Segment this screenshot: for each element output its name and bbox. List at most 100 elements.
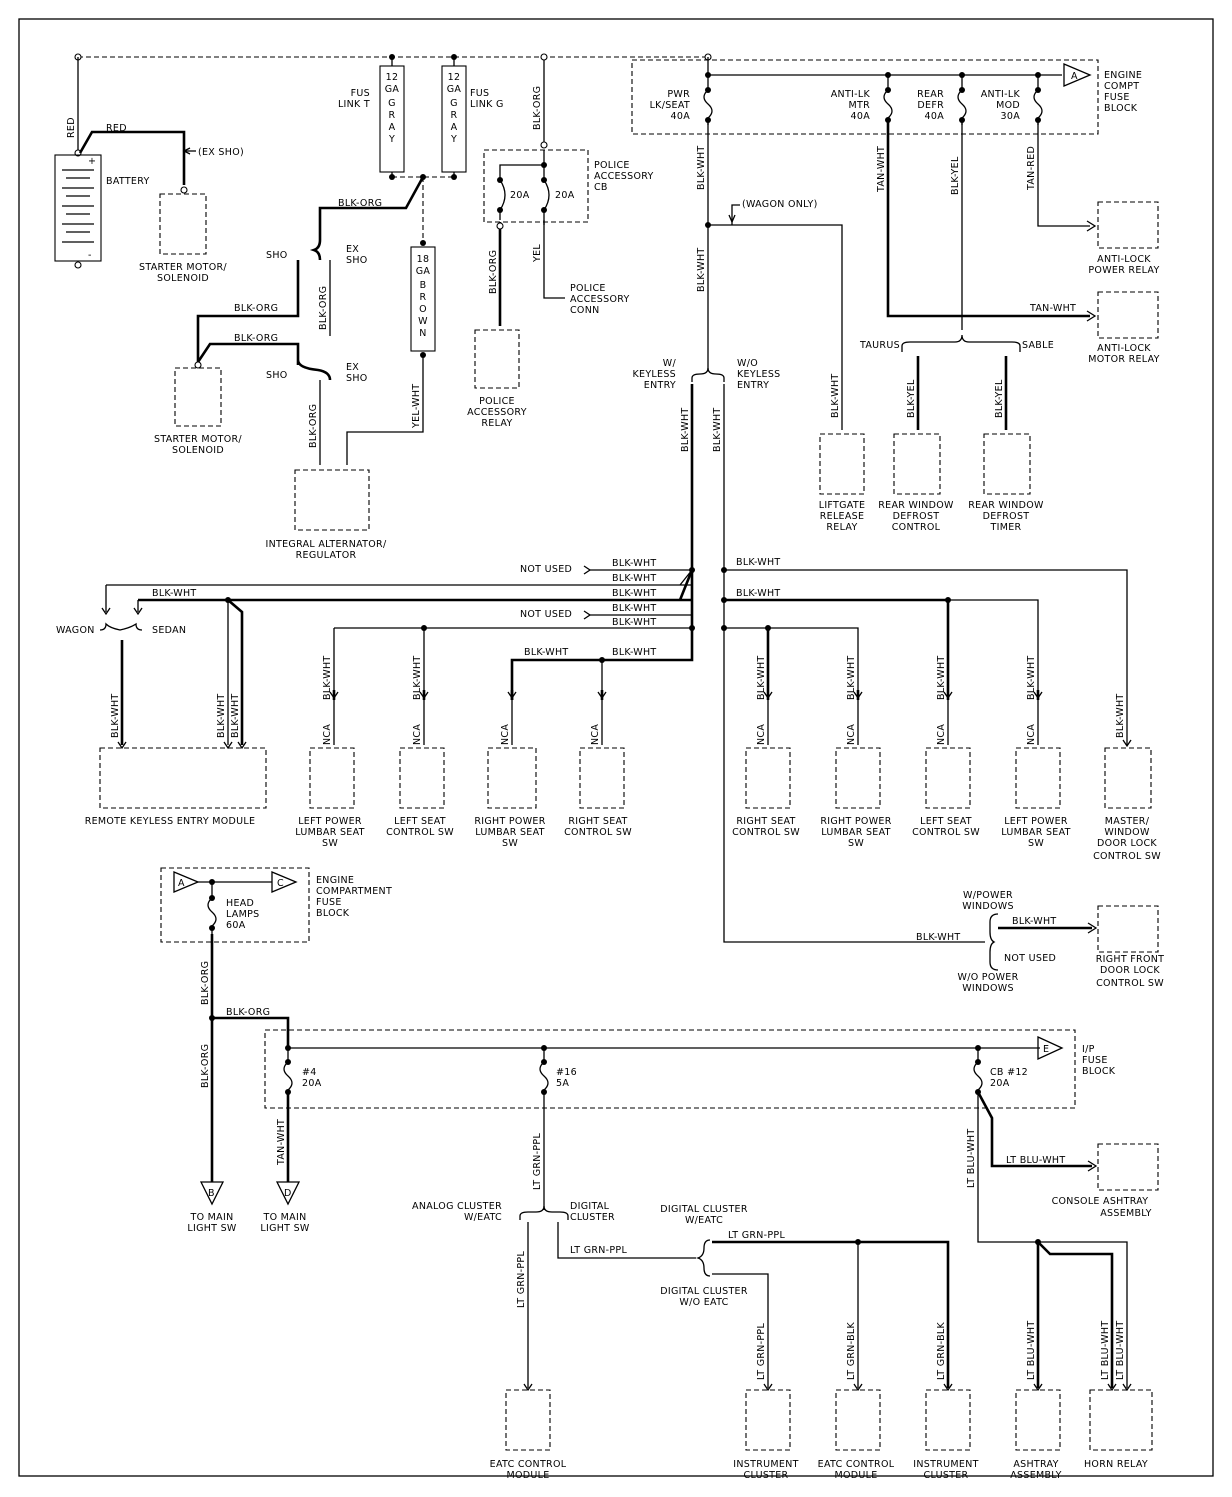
svg-text:W/O EATC: W/O EATC [679,1297,728,1308]
svg-text:30A: 30A [1001,111,1021,122]
svg-text:HEAD: HEAD [226,898,254,909]
svg-text:SW: SW [1028,838,1044,849]
svg-text:DIGITAL CLUSTER: DIGITAL CLUSTER [660,1204,748,1215]
svg-text:RED: RED [106,123,127,134]
svg-text:D: D [284,1188,292,1199]
right-power-lumbar-seat-sw-2 [835,747,881,809]
svg-text:TAURUS: TAURUS [859,340,900,351]
svg-text:LUMBAR SEAT: LUMBAR SEAT [821,827,891,838]
svg-text:SABLE: SABLE [1022,340,1054,351]
svg-text:CONTROL SW: CONTROL SW [564,827,632,838]
svg-text:BLK-WHT: BLK-WHT [612,558,657,569]
svg-text:BLOCK: BLOCK [1104,103,1138,114]
svg-text:CLUSTER: CLUSTER [570,1212,615,1223]
police-accessory-relay [474,329,520,389]
svg-text:BLK-WHT: BLK-WHT [110,693,121,738]
instrument-cluster-1 [745,1389,791,1451]
svg-text:RIGHT POWER: RIGHT POWER [820,816,891,827]
svg-text:SHO: SHO [346,255,368,266]
svg-text:REAR: REAR [917,89,944,100]
svg-text:EX: EX [346,244,359,255]
svg-text:FUS: FUS [351,88,370,99]
svg-text:MOD: MOD [996,100,1020,111]
svg-text:RELAY: RELAY [481,418,512,429]
svg-text:ENTRY: ENTRY [737,380,769,391]
svg-text:REMOTE KEYLESS ENTRY MODULE: REMOTE KEYLESS ENTRY MODULE [85,816,256,827]
svg-text:Y: Y [388,134,395,145]
svg-text:CONTROL SW: CONTROL SW [732,827,800,838]
svg-text:TAN-RED: TAN-RED [1026,146,1037,191]
svg-text:MTR: MTR [848,100,870,111]
svg-text:MODULE: MODULE [506,1470,549,1481]
svg-text:WAGON: WAGON [56,625,95,636]
svg-text:R: R [420,292,427,303]
svg-text:INTEGRAL ALTERNATOR/: INTEGRAL ALTERNATOR/ [266,539,387,550]
svg-text:TO MAIN: TO MAIN [189,1212,233,1223]
svg-text:ANTI-LK: ANTI-LK [981,89,1021,100]
svg-text:SOLENOID: SOLENOID [157,273,209,284]
svg-text:POLICE: POLICE [594,160,630,171]
svg-text:MODULE: MODULE [834,1470,877,1481]
svg-text:LK/SEAT: LK/SEAT [650,100,690,111]
svg-text:60A: 60A [226,920,246,931]
svg-text:ANTI-LOCK: ANTI-LOCK [1097,254,1151,265]
police-accessory: BLK-ORG POLICE ACCESSORY CB 20A 20A YEL … [467,53,654,429]
svg-text:RELAY: RELAY [826,522,857,533]
right-power-lumbar-seat-sw-1 [487,747,537,809]
svg-text:20A: 20A [302,1078,322,1089]
svg-text:ENGINE: ENGINE [1104,70,1142,81]
svg-text:40A: 40A [851,111,871,122]
svg-text:BLK-WHT: BLK-WHT [1026,655,1037,700]
liftgate-release-relay [819,433,865,495]
svg-text:BLK-ORG: BLK-ORG [318,286,329,330]
svg-text:W/: W/ [663,358,677,369]
svg-text:FUSE: FUSE [316,897,342,908]
svg-text:STARTER MOTOR/: STARTER MOTOR/ [139,262,227,273]
svg-text:BLK-WHT: BLK-WHT [412,655,423,700]
svg-text:A: A [1071,71,1078,82]
svg-text:CONTROL SW: CONTROL SW [1093,851,1161,862]
svg-text:RIGHT POWER: RIGHT POWER [474,816,545,827]
svg-text:+: + [88,156,96,167]
svg-text:BLK-WHT: BLK-WHT [612,573,657,584]
svg-text:LIGHT SW: LIGHT SW [187,1223,237,1234]
rear-window-defrost-control [893,433,941,495]
starter-motor-solenoid-1 [159,193,207,255]
svg-text:SHO: SHO [266,250,288,261]
svg-text:LT BLU-WHT: LT BLU-WHT [1006,1155,1065,1166]
svg-text:20A: 20A [990,1078,1010,1089]
svg-text:NCA: NCA [590,724,601,745]
svg-text:RIGHT FRONT: RIGHT FRONT [1096,954,1164,965]
svg-text:POWER RELAY: POWER RELAY [1088,265,1159,276]
svg-text:CLUSTER: CLUSTER [924,1470,969,1481]
console-ashtray-assembly [1097,1143,1159,1191]
svg-text:KEYLESS: KEYLESS [737,369,781,380]
svg-text:NCA: NCA [1026,724,1037,745]
svg-text:ANTI-LOCK: ANTI-LOCK [1097,343,1151,354]
svg-text:NCA: NCA [412,724,423,745]
svg-text:ACCESSORY: ACCESSORY [594,171,654,182]
svg-text:CB: CB [594,182,608,193]
svg-text:LT BLU-WHT: LT BLU-WHT [1026,1321,1037,1380]
svg-text:CONTROL SW: CONTROL SW [912,827,980,838]
svg-text:CONTROL SW: CONTROL SW [386,827,454,838]
svg-text:ASSEMBLY: ASSEMBLY [1100,1208,1152,1219]
svg-text:NCA: NCA [846,724,857,745]
svg-text:LAMPS: LAMPS [226,909,259,920]
svg-text:BLOCK: BLOCK [1082,1066,1116,1077]
svg-text:EATC CONTROL: EATC CONTROL [818,1459,895,1470]
police-accessory-cb [483,149,589,223]
svg-text:BLK-ORG: BLK-ORG [308,404,319,448]
svg-text:W: W [418,316,428,327]
svg-text:BLK-ORG: BLK-ORG [200,961,211,1005]
svg-text:DIGITAL CLUSTER: DIGITAL CLUSTER [660,1286,748,1297]
headlamp-fuse-block: A C HEAD LAMPS 60A ENGINE COMPARTMENT FU… [160,867,392,1234]
svg-text:WINDOWS: WINDOWS [962,901,1014,912]
svg-text:SOLENOID: SOLENOID [172,445,224,456]
svg-text:LT GRN-BLK: LT GRN-BLK [936,1322,947,1380]
svg-text:BLK-ORG: BLK-ORG [532,86,543,130]
svg-text:MASTER/: MASTER/ [1105,816,1150,827]
svg-text:NCA: NCA [936,724,947,745]
svg-text:BLK-WHT: BLK-WHT [1115,693,1126,738]
svg-text:G: G [388,98,396,109]
